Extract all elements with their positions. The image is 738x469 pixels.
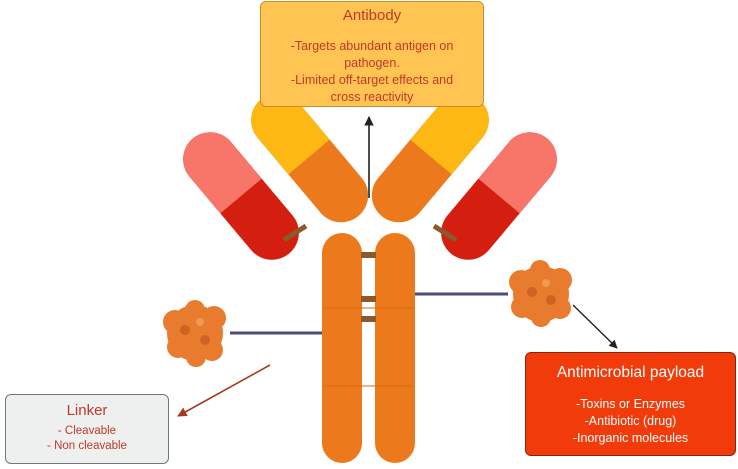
heavy-chain-stem-right	[375, 233, 415, 463]
antibody-line: cross reactivity	[330, 90, 414, 104]
linker-line: - Cleavable	[57, 425, 117, 437]
linker-callout: Linker - Cleavable - Non cleavable	[5, 394, 169, 464]
payload-blob-left	[163, 300, 226, 367]
left-light-chain	[183, 132, 299, 260]
left-heavy-arm	[251, 93, 369, 223]
payload-line: -Antibiotic (drug)	[584, 414, 677, 428]
payload-callout: Antimicrobial payload -Toxins or Enzymes…	[525, 352, 736, 456]
hinge-bond	[361, 316, 376, 322]
hinge-bond	[361, 296, 376, 302]
antibody-description: -Targets abundant antigen on pathogen. -…	[261, 38, 483, 106]
antibody-line: -Targets abundant antigen on	[290, 39, 454, 53]
payload-line: -Inorganic molecules	[572, 431, 689, 445]
heavy-chain-stem-left	[322, 233, 362, 463]
antibody-line: -Limited off-target effects and	[290, 73, 454, 87]
antibody-line: pathogen.	[344, 56, 400, 70]
hinge-bond	[361, 252, 376, 258]
linker-line: - Non cleavable	[47, 440, 127, 452]
left-disulfide	[282, 223, 308, 243]
payload-line: -Toxins or Enzymes	[575, 397, 686, 411]
right-disulfide	[432, 223, 458, 243]
arrow-to-linker	[177, 364, 271, 417]
payload-title: Antimicrobial payload	[556, 364, 705, 381]
linker-title: Linker	[66, 402, 108, 419]
antibody-title: Antibody	[342, 7, 402, 24]
linker-description: - Cleavable - Non cleavable	[6, 424, 168, 454]
payload-description: -Toxins or Enzymes -Antibiotic (drug) -I…	[526, 396, 735, 447]
antibody-callout: Antibody -Targets abundant antigen on pa…	[260, 1, 484, 107]
arrow-to-payload	[572, 304, 618, 349]
right-light-chain	[441, 132, 557, 260]
right-heavy-arm	[371, 93, 489, 223]
payload-blob-right	[509, 260, 572, 327]
